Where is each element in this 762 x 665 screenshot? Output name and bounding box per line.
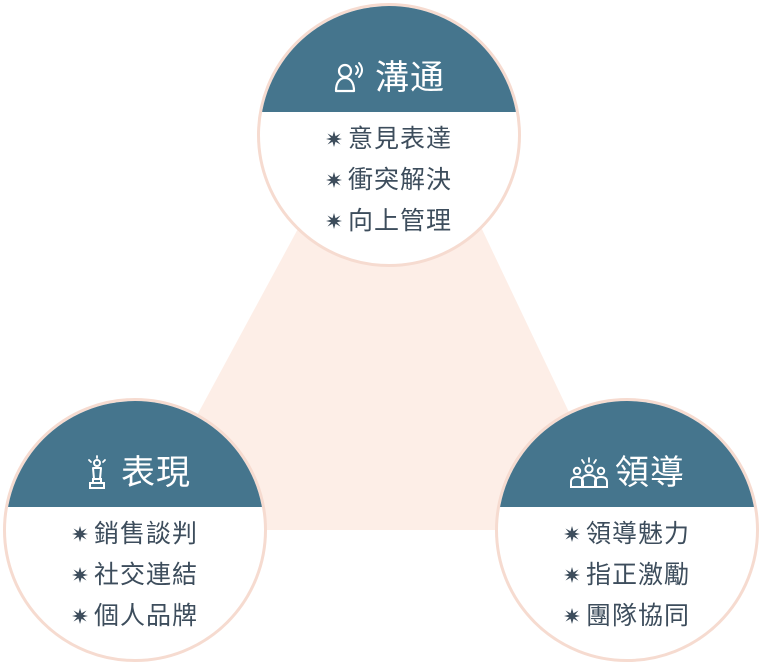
list-item-label: 衝突解決 xyxy=(347,164,452,194)
node-communication-header: 溝通 xyxy=(260,6,518,112)
list-item: 個人品牌 xyxy=(71,595,198,636)
node-communication: 溝通 意見表達 衝突解決 向上管理 xyxy=(257,3,521,267)
node-performance-list: 銷售談判 社交連結 個人品牌 xyxy=(6,513,264,636)
node-performance-header: 表現 xyxy=(6,401,264,507)
team-icon xyxy=(570,457,608,488)
node-leadership: 領導 領導魅力 指正激勵 團隊協同 xyxy=(495,398,759,662)
list-item: 衝突解決 xyxy=(325,159,452,200)
star-burst-icon xyxy=(563,566,580,583)
star-burst-icon xyxy=(325,212,342,229)
star-burst-icon xyxy=(71,525,88,542)
node-communication-list: 意見表達 衝突解決 向上管理 xyxy=(260,118,518,241)
trophy-icon xyxy=(88,455,106,489)
node-leadership-title: 領導 xyxy=(615,453,685,493)
list-item: 向上管理 xyxy=(325,200,452,241)
list-item-label: 意見表達 xyxy=(347,123,452,153)
node-leadership-header: 領導 xyxy=(498,401,756,507)
node-leadership-title-wrap: 領導 xyxy=(569,453,685,493)
speaking-person-icon xyxy=(334,62,363,93)
list-item: 社交連結 xyxy=(71,554,198,595)
list-item-label: 社交連結 xyxy=(93,559,198,589)
list-item: 指正激勵 xyxy=(563,554,690,595)
list-item: 意見表達 xyxy=(325,118,452,159)
list-item-label: 向上管理 xyxy=(347,205,452,235)
star-burst-icon xyxy=(563,525,580,542)
list-item: 領導魅力 xyxy=(563,513,690,554)
node-performance-title: 表現 xyxy=(121,453,191,493)
list-item: 團隊協同 xyxy=(563,595,690,636)
node-communication-title-wrap: 溝通 xyxy=(333,58,445,98)
list-item-label: 銷售談判 xyxy=(93,518,198,548)
node-leadership-list: 領導魅力 指正激勵 團隊協同 xyxy=(498,513,756,636)
node-performance-title-wrap: 表現 xyxy=(79,453,191,493)
list-item-label: 個人品牌 xyxy=(93,600,198,630)
star-burst-icon xyxy=(563,607,580,624)
node-communication-title: 溝通 xyxy=(375,58,445,98)
star-burst-icon xyxy=(71,566,88,583)
list-item-label: 團隊協同 xyxy=(585,600,690,630)
list-item-label: 指正激勵 xyxy=(585,559,690,589)
star-burst-icon xyxy=(325,130,342,147)
node-performance: 表現 銷售談判 社交連結 個人品牌 xyxy=(3,398,267,662)
list-item: 銷售談判 xyxy=(71,513,198,554)
list-item-label: 領導魅力 xyxy=(585,518,690,548)
star-burst-icon xyxy=(71,607,88,624)
star-burst-icon xyxy=(325,171,342,188)
